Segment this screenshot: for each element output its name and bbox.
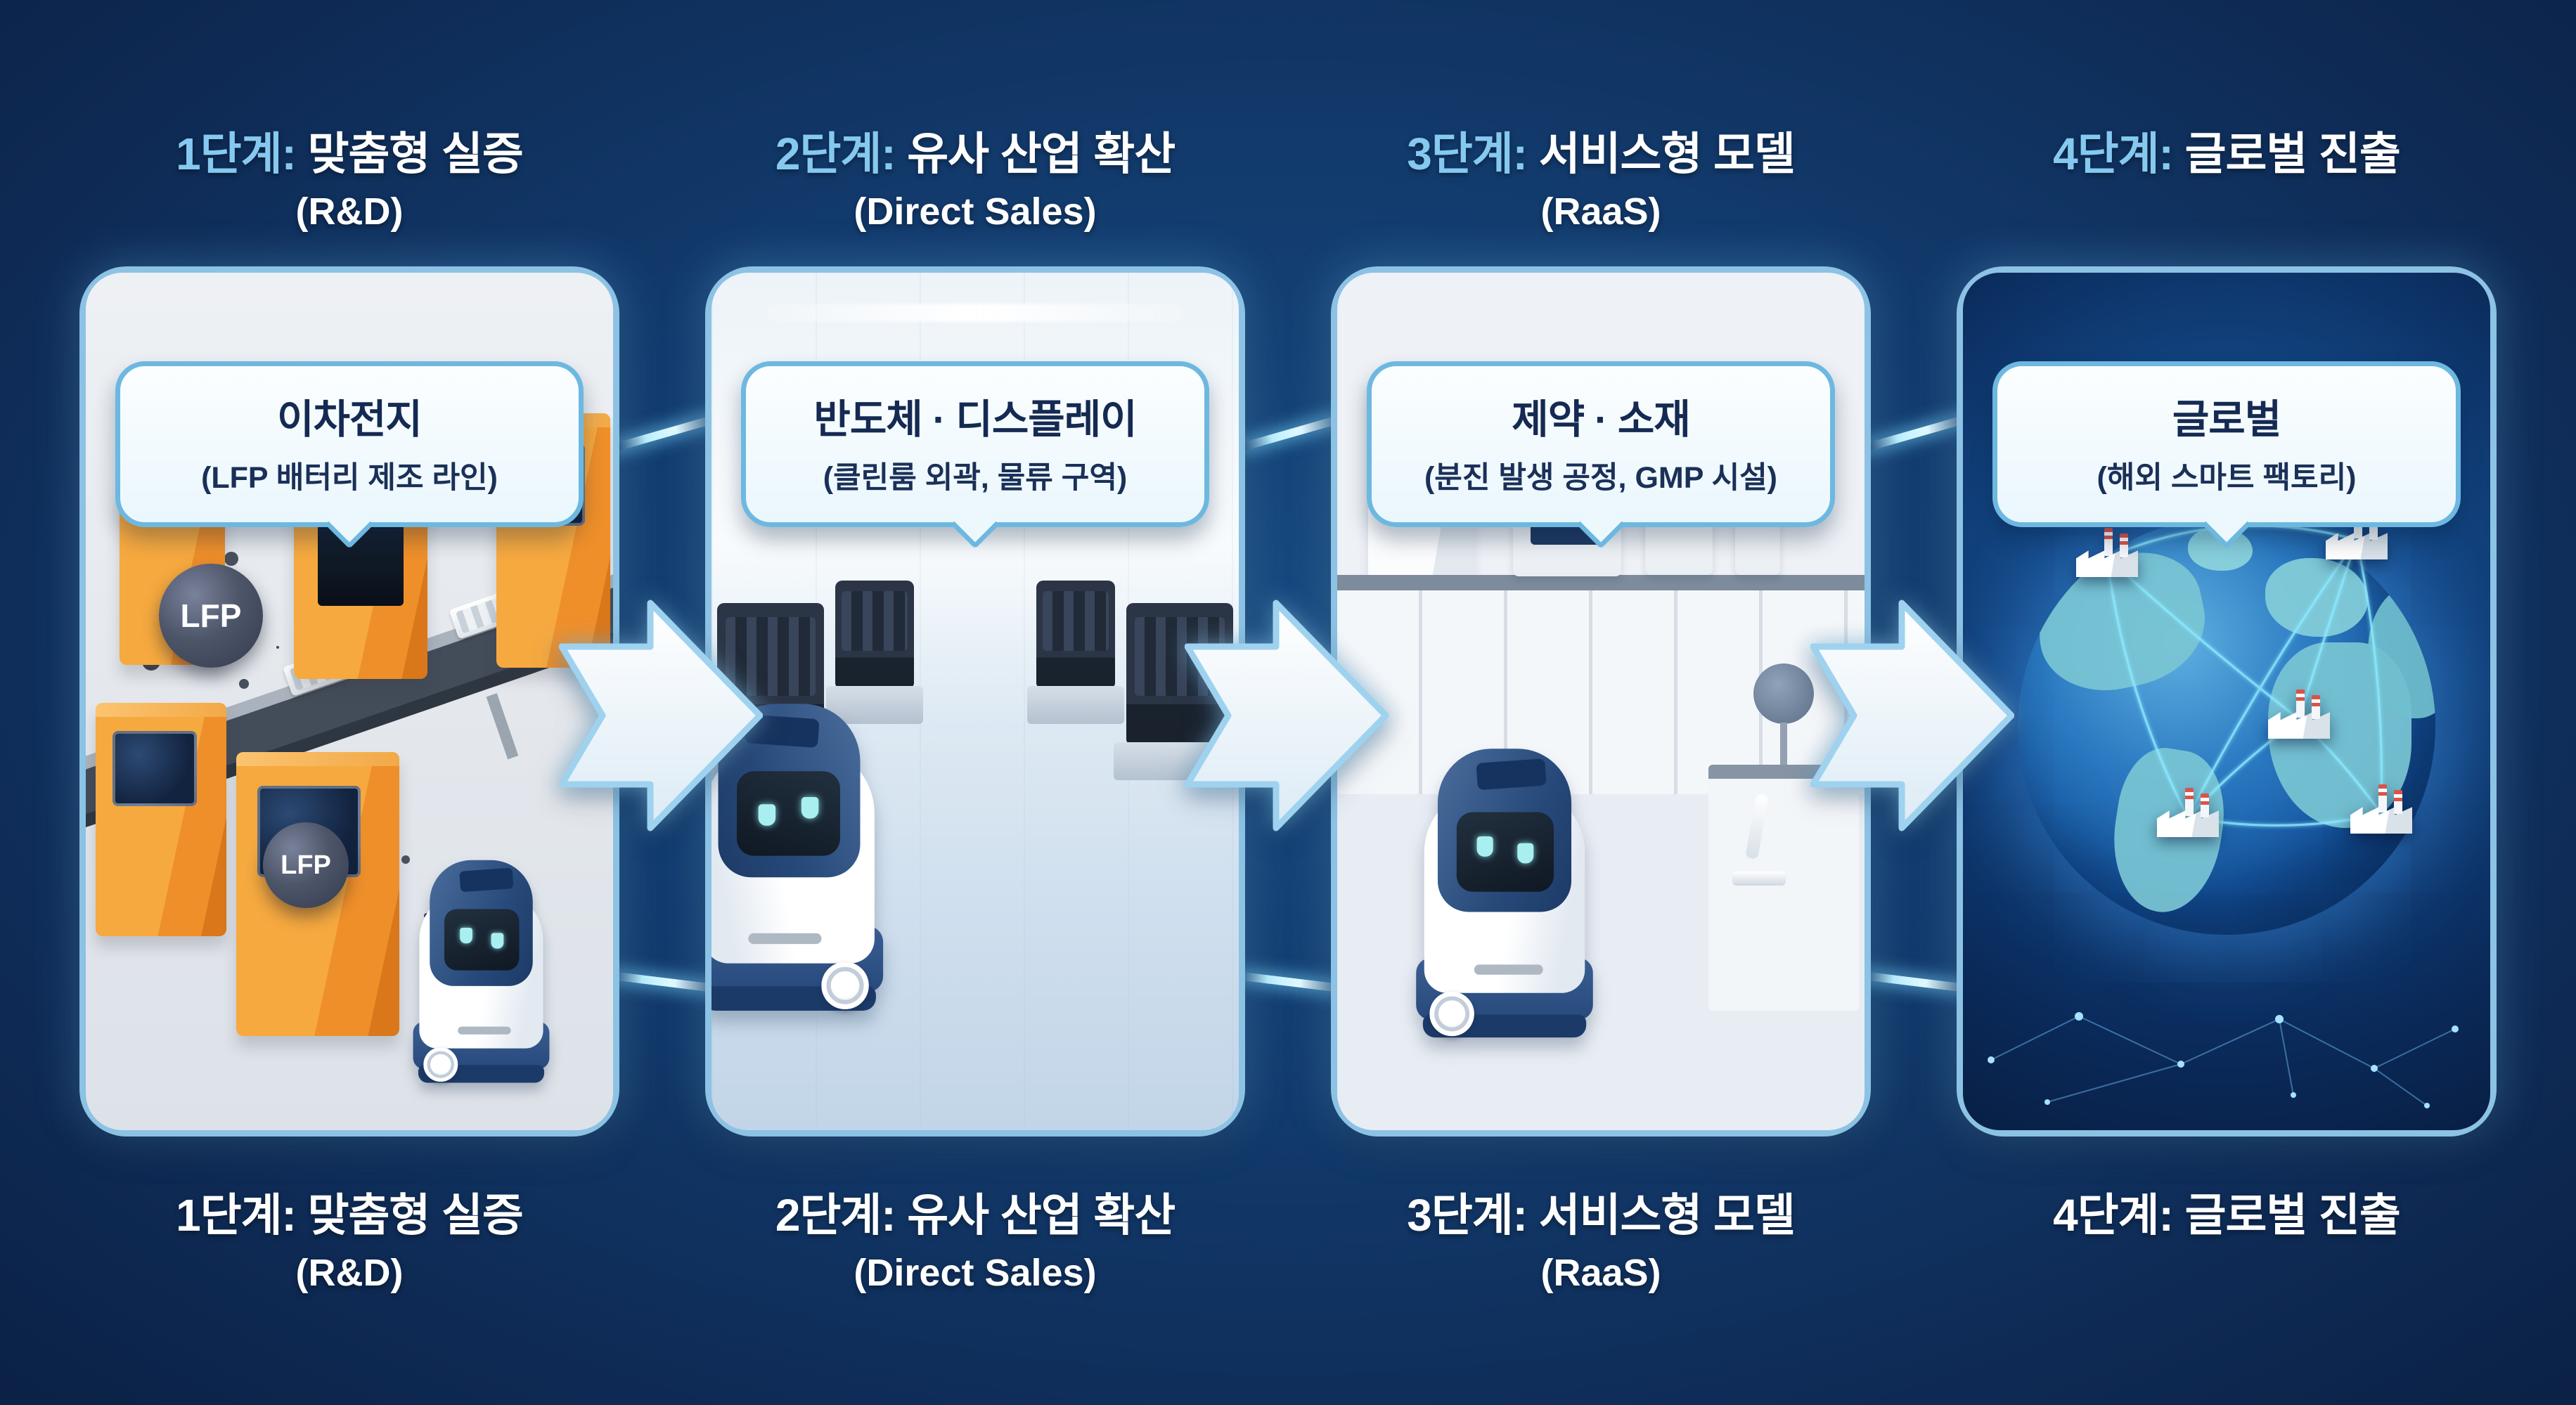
stage-4-panel: 글로벌 (해외 스마트 팩토리): [1963, 273, 2490, 1130]
robot-wheel: [821, 962, 869, 1009]
callout-subtitle: (LFP 배터리 제조 라인): [201, 461, 498, 495]
lfp-particle-sphere: LFP: [159, 564, 263, 668]
stage-4-column: 4단계: 글로벌 진출: [1963, 0, 2490, 1405]
callout-title: 제약 · 소재: [1512, 397, 1690, 442]
microscope-icon: [1724, 794, 1794, 886]
callout-subtitle: (클린룸 외곽, 물류 구역): [823, 461, 1128, 495]
robot-lid: [459, 867, 514, 893]
stage-2-footer-title: 2단계: 유사 산업 확산: [711, 1179, 1239, 1244]
factory-body: [2350, 807, 2412, 834]
factory-icon: [2268, 689, 2330, 739]
stage-4-footer-title: 4단계: 글로벌 진출: [1963, 1179, 2490, 1244]
stage-3-column: 3단계: 서비스형 모델 (RaaS): [1337, 0, 1865, 1405]
stage-3-panel: 제약 · 소재 (분진 발생 공정, GMP 시설): [1337, 273, 1865, 1130]
stage-1-header: 1단계: 맞춤형 실증 (R&D): [86, 118, 613, 233]
stage-1-panel: LFP LFP 이차전지 (LFP 배터리 제조 라인): [86, 273, 613, 1130]
factory-icon: [2157, 788, 2219, 837]
stage-title: 서비스형 모델: [1538, 1190, 1796, 1241]
stage-2-header-subtitle: (Direct Sales): [854, 190, 1097, 233]
stage-2-header-title: 2단계: 유사 산업 확산: [711, 118, 1239, 183]
stage-3-footer: 3단계: 서비스형 모델 (RaaS): [1337, 1179, 1865, 1295]
factory-icon: [2350, 784, 2412, 834]
stage-4-header: 4단계: 글로벌 진출: [1963, 118, 2490, 190]
robot-wheel: [1429, 991, 1474, 1037]
cleaning-robot: [1416, 749, 1593, 1039]
factory-icon: [2326, 510, 2388, 559]
lfp-label: LFP: [281, 850, 331, 880]
stage-1-footer-subtitle: (R&D): [295, 1252, 404, 1294]
stage-2-column: 2단계: 유사 산업 확산 (Direct Sales): [711, 0, 1239, 1405]
stage-4-header-title: 4단계: 글로벌 진출: [1963, 118, 2490, 183]
cleanroom-equipment: [1026, 581, 1125, 724]
lfp-particle-sphere: LFP: [263, 822, 349, 908]
stage-number: 3단계:: [1407, 129, 1528, 179]
robot-wheel: [423, 1047, 458, 1082]
stage-2-footer-subtitle: (Direct Sales): [854, 1252, 1097, 1294]
stage-2-footer: 2단계: 유사 산업 확산 (Direct Sales): [711, 1179, 1239, 1295]
robot-vent-slot: [1474, 964, 1543, 975]
stage-2-callout-bubble: 반도체 · 디스플레이 (클린룸 외곽, 물류 구역): [741, 361, 1209, 527]
robot-lid: [1476, 758, 1547, 791]
robot-vent-slot: [458, 1026, 511, 1035]
stage-title: 맞춤형 실증: [307, 1190, 524, 1241]
stage-1-header-title: 1단계: 맞춤형 실증: [86, 118, 613, 183]
arrow-right-icon: [559, 600, 763, 831]
stage-number: 3단계:: [1407, 1190, 1528, 1241]
factory-icon: [2076, 528, 2138, 577]
cleanroom-equipment: [825, 581, 924, 724]
stage-number: 2단계:: [775, 1190, 896, 1241]
factory-body: [2157, 810, 2219, 837]
robot-vent-slot: [748, 933, 822, 945]
stage-number: 4단계:: [2053, 129, 2174, 179]
stage-3-header-title: 3단계: 서비스형 모델: [1337, 118, 1865, 183]
stage-1-footer-title: 1단계: 맞춤형 실증: [86, 1179, 613, 1244]
stage-title: 글로벌 진출: [2184, 129, 2401, 179]
stage-title: 맞춤형 실증: [307, 129, 524, 179]
robot-face-screen: [444, 909, 520, 971]
stage-1-column: 1단계: 맞춤형 실증 (R&D) LFP LFP: [86, 0, 613, 1405]
stage-3-header-subtitle: (RaaS): [1540, 190, 1661, 233]
stage-number: 1단계:: [176, 1190, 297, 1241]
lfp-label: LFP: [180, 597, 242, 634]
stage-1-footer: 1단계: 맞춤형 실증 (R&D): [86, 1179, 613, 1295]
stage-title: 유사 산업 확산: [907, 129, 1176, 179]
callout-title: 이차전지: [277, 397, 423, 442]
robot-face-screen: [1456, 812, 1554, 892]
stage-title: 유사 산업 확산: [907, 1190, 1176, 1241]
stage-1-header-subtitle: (R&D): [295, 190, 404, 233]
stage-3-footer-subtitle: (RaaS): [1540, 1252, 1661, 1294]
callout-subtitle: (해외 스마트 팩토리): [2097, 461, 2357, 495]
stage-title: 글로벌 진출: [2184, 1190, 2401, 1241]
stage-3-footer-title: 3단계: 서비스형 모델: [1337, 1179, 1865, 1244]
callout-subtitle: (분진 발생 공정, GMP 시설): [1424, 461, 1778, 495]
stage-2-header: 2단계: 유사 산업 확산 (Direct Sales): [711, 118, 1239, 233]
battery-machine: [96, 703, 226, 936]
stage-3-callout-bubble: 제약 · 소재 (분진 발생 공정, GMP 시설): [1367, 361, 1835, 527]
lab-stool: [1753, 663, 1814, 765]
arrow-right-icon: [1810, 600, 2014, 831]
factory-body: [2326, 533, 2388, 559]
ceiling-light: [764, 304, 1186, 322]
stage-number: 1단계:: [176, 129, 297, 179]
callout-title: 반도체 · 디스플레이: [813, 397, 1137, 442]
arrow-right-icon: [1185, 600, 1389, 831]
stage-number: 4단계:: [2053, 1190, 2174, 1241]
factory-body: [2268, 712, 2330, 739]
stage-number: 2단계:: [775, 129, 896, 179]
stage-4-callout-bubble: 글로벌 (해외 스마트 팩토리): [1992, 361, 2461, 527]
stage-2-panel: 반도체 · 디스플레이 (클린룸 외곽, 물류 구역): [711, 273, 1239, 1130]
stage-1-callout-bubble: 이차전지 (LFP 배터리 제조 라인): [115, 361, 584, 527]
stage-4-footer: 4단계: 글로벌 진출: [1963, 1179, 2490, 1251]
factory-body: [2076, 550, 2138, 577]
stage-title: 서비스형 모델: [1538, 129, 1796, 179]
callout-title: 글로벌: [2172, 397, 2281, 442]
stage-3-header: 3단계: 서비스형 모델 (RaaS): [1337, 118, 1865, 233]
cleaning-robot: [413, 860, 550, 1084]
